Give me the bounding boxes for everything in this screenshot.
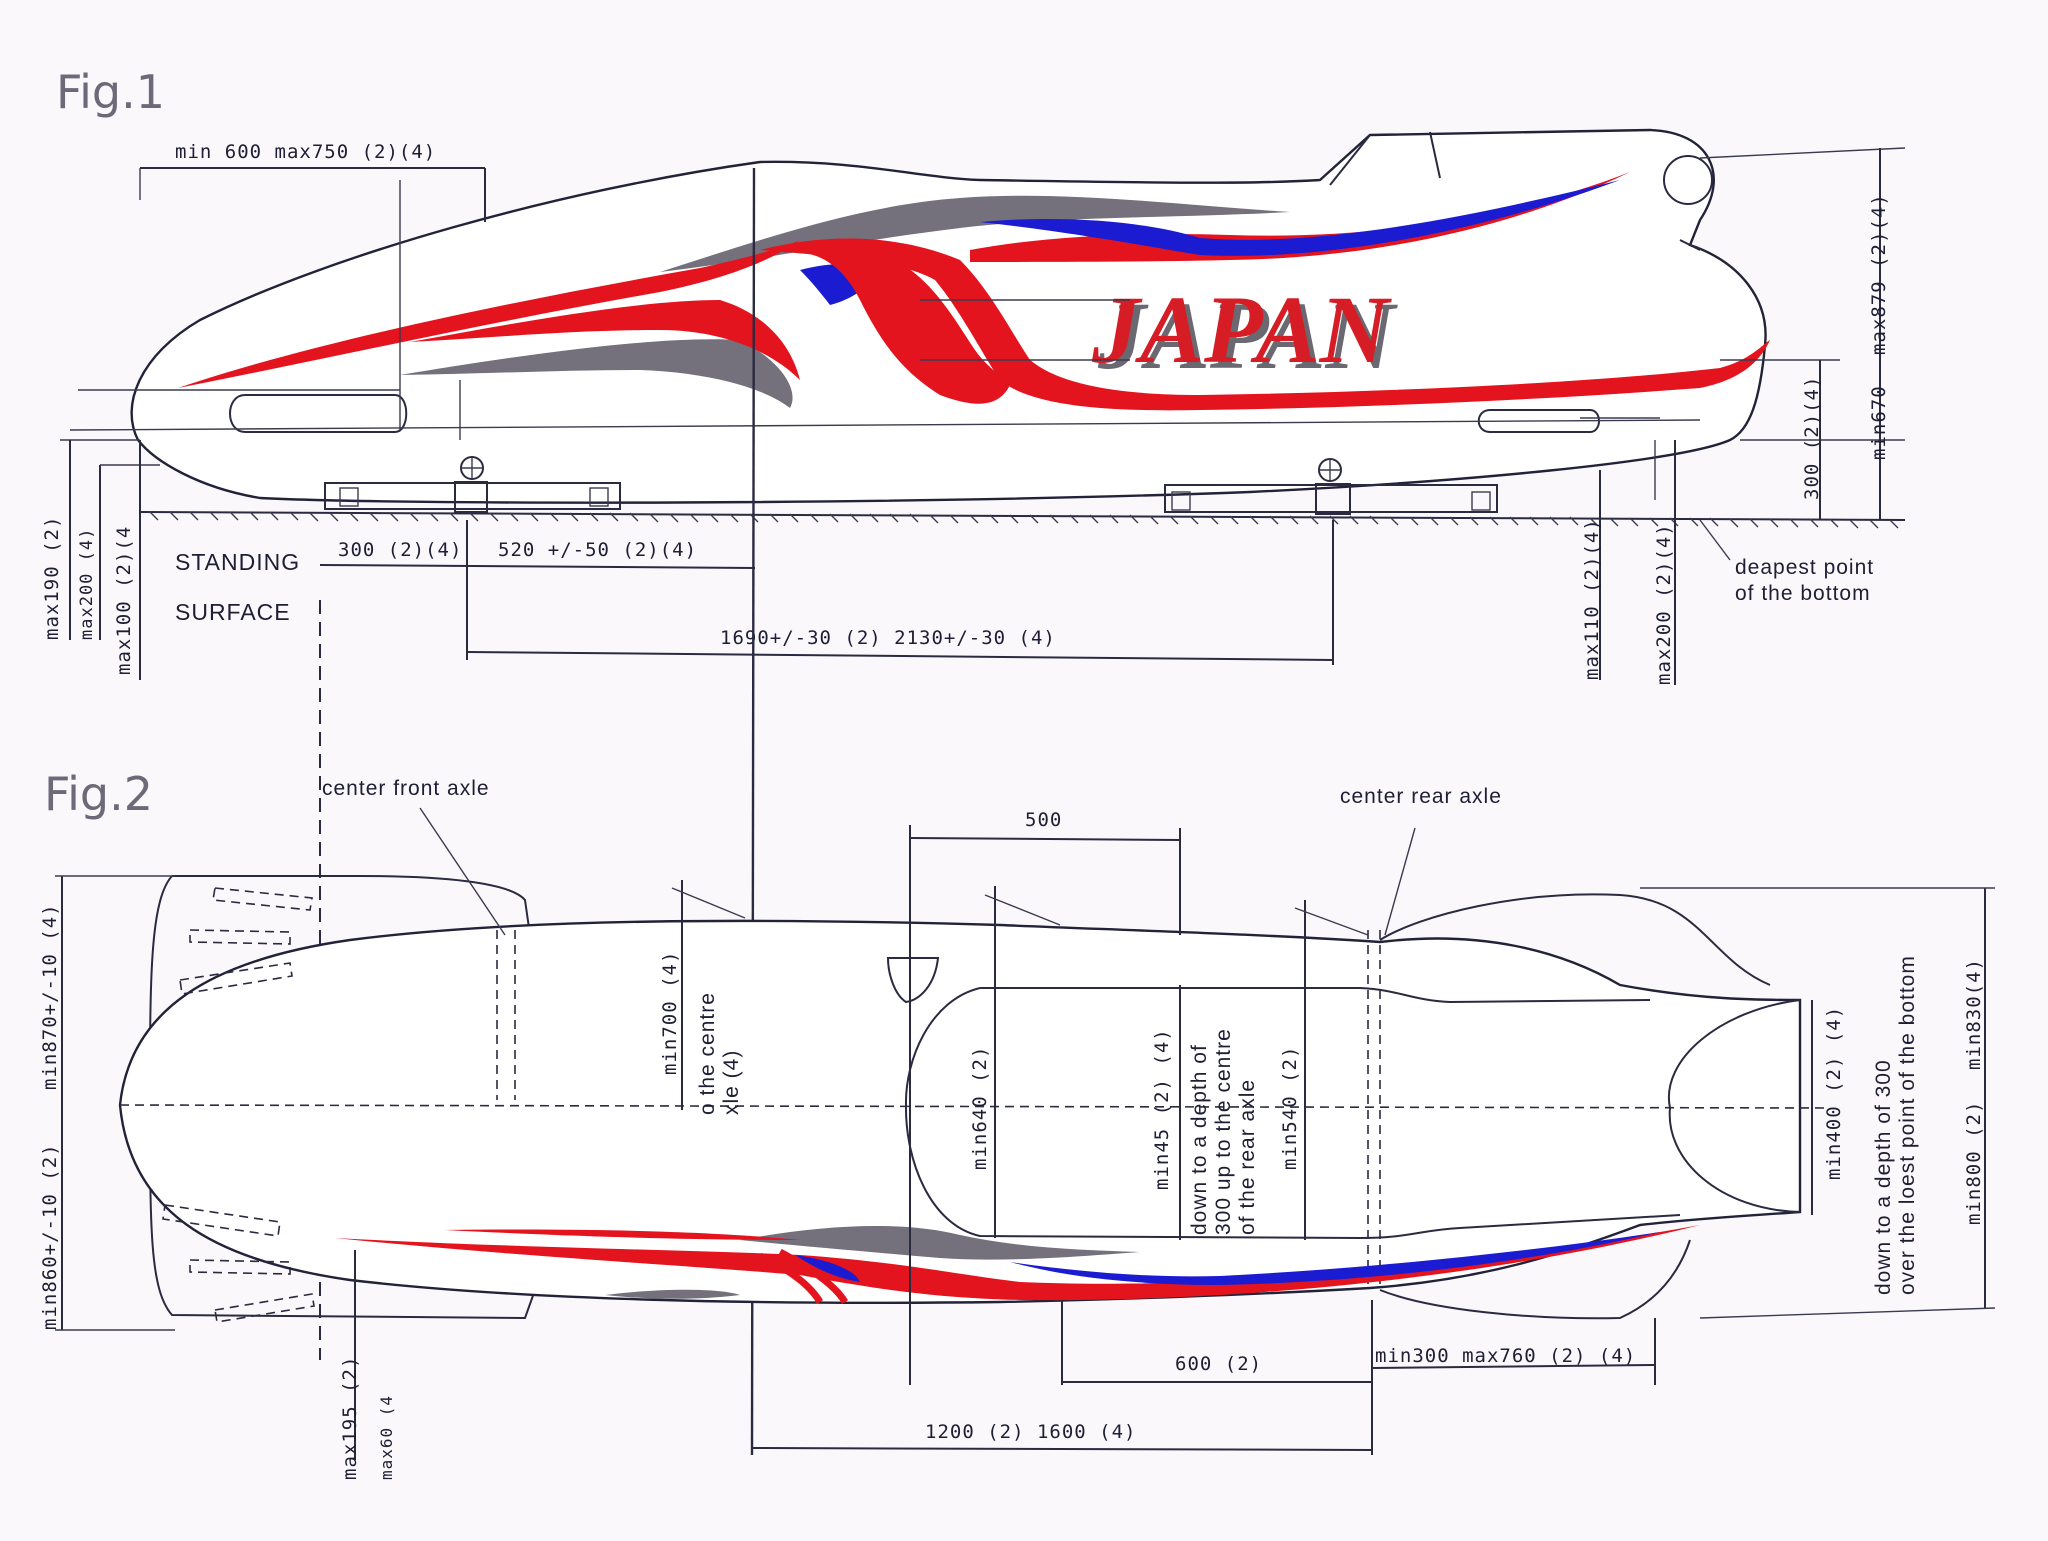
fig1-front-pod [229,394,408,433]
fig2-dim-1200: 1200 (2) 1600 (4) [925,1421,1136,1443]
fig1-dim-1690-line [466,651,1334,661]
fig1-dim-max190: max190 (2) [41,516,63,640]
fig1-dim-300: 300 (2)(4) [338,539,462,561]
fig2-stripe-red [335,1225,1700,1301]
fig2-rear-bumper-bottom [1379,1239,1691,1320]
fig1-label-deepest-1: deapest point [1735,556,1874,579]
fig1-label-standing: STANDING [175,549,300,575]
fig2-label-depth-3: of the rear axle [1236,1079,1259,1235]
fig1-push-handle [1663,155,1713,205]
fig2-dim-min640: min640 (2) [969,1046,991,1170]
fig1-dim-520-line [319,564,756,569]
fig2-dim-min830: min830(4) [1963,958,1985,1070]
fig2-label-depth-1: down to a depth of [1188,1044,1211,1235]
fig2-dim-min700: min700 (4) [659,951,681,1075]
fig2-dim-1200-line [751,1447,1373,1451]
fig2-cockpit [904,987,1681,1240]
fig1-runner-bolt [1471,491,1491,511]
fig2-handle [886,957,940,1004]
fig2-rear-axle-marks [1367,930,1381,1290]
fig1-dim-max879: max879 (2)(4) [1868,193,1890,355]
fig1-stripe-red-main [760,238,1770,411]
fig1-rear-pod [1477,409,1600,433]
fig1-runner-bolt [589,487,609,507]
fig2-dim-min300-line [1371,1364,1656,1369]
fig1-logo: JAPAN [1091,276,1393,383]
fig1-dim-max110: max110 (2)(4) [1581,518,1603,680]
fig1-stripe-grey-low [400,339,793,408]
fig2-dim-min45: min45 (2) (4) [1151,1028,1173,1190]
fig1-stripe-red-2 [410,300,800,380]
fig2-dim-min300: min300 max760 (2) (4) [1375,1345,1636,1367]
fig2-dim-max60: max60 (4 [377,1395,396,1480]
fig2-bumper-slots [162,887,315,1323]
fig2-centreline [119,1104,1831,1109]
fig1-logo-shadow: JAPAN [1097,282,1399,389]
fig2-rear-bumper-top [1379,893,1771,986]
fig1-stripe-red-1 [178,240,800,388]
fig1-fin-edge-2 [1429,131,1441,179]
fig1-dim-300-right: 300 (2)(4) [1801,376,1823,500]
fig1-front-axle-block [454,481,488,513]
fig1-dim-top-length: min 600 max750 (2)(4) [175,141,436,163]
fig1-dim-max200-left: max200 (4) [77,528,97,640]
fig2-dim-min540: min540 (2) [1279,1046,1301,1170]
fig2-dim-min800: min800 (2) [1963,1101,1985,1225]
fig1-dim-max200-right: max200 (2)(4) [1653,523,1675,685]
fig2-title: Fig.2 [44,767,153,821]
fig2-label-depth-2: 300 up to the centre [1212,1028,1235,1235]
fig2-label-bottom-1: down to a depth of 300 [1872,1059,1895,1295]
fig2-label-rear-axle: center rear axle [1340,785,1502,808]
fig1-runner-bolt [1171,491,1191,511]
fig2-stripe-blue [1010,1232,1660,1285]
fig2-dim-min400: min400 (2) (4) [1823,1006,1845,1180]
fig1-dim-min670: min670 [1868,385,1890,460]
fig2-label-centre-2: xle (4) [720,1050,743,1115]
fig1-title: Fig.1 [56,65,165,119]
fig1-stripe-grey-top [660,195,1290,272]
fig1-stripe-red-loop [770,249,1010,404]
fig1-dim-1690: 1690+/-30 (2) 2130+/-30 (4) [720,627,1056,649]
fig1-fin-edge [1329,134,1371,186]
fig2-dim-500-line [909,837,1181,841]
fig1-stripe-blue [980,180,1620,256]
fig2-stripe-grey [740,1225,1140,1260]
fig1-standing-surface [139,511,1906,521]
fig1-dim-520: 520 +/-50 (2)(4) [498,539,697,561]
fig1-runner-bolt [339,487,359,507]
fig2-front-axle-marks [496,930,516,1100]
fig1-dim-max100: max100 (2)(4 [113,526,135,675]
fig2-dim-500: 500 [1025,809,1062,831]
fig2-dim-min860: min860+/-10 (2) [39,1143,61,1330]
fig1-label-surface: SURFACE [175,599,291,625]
fig1-surface-hatch [149,511,1899,529]
fig2-dim-600: 600 (2) [1175,1353,1262,1375]
fig2-label-bottom-2: over the loest point of the bottom [1896,955,1919,1295]
fig2-dim-max195: max195 (2) [339,1356,361,1480]
fig1-rear-axle-block [1315,483,1351,515]
fig1-tail-edge [1679,239,1701,251]
fig2-label-centre-1: o the centre [696,992,719,1115]
fig1-label-deepest-2: of the bottom [1735,582,1871,605]
fig2-dim-min870: min870+/-10 (4) [39,903,61,1090]
fig2-label-front-axle: center front axle [322,777,490,800]
